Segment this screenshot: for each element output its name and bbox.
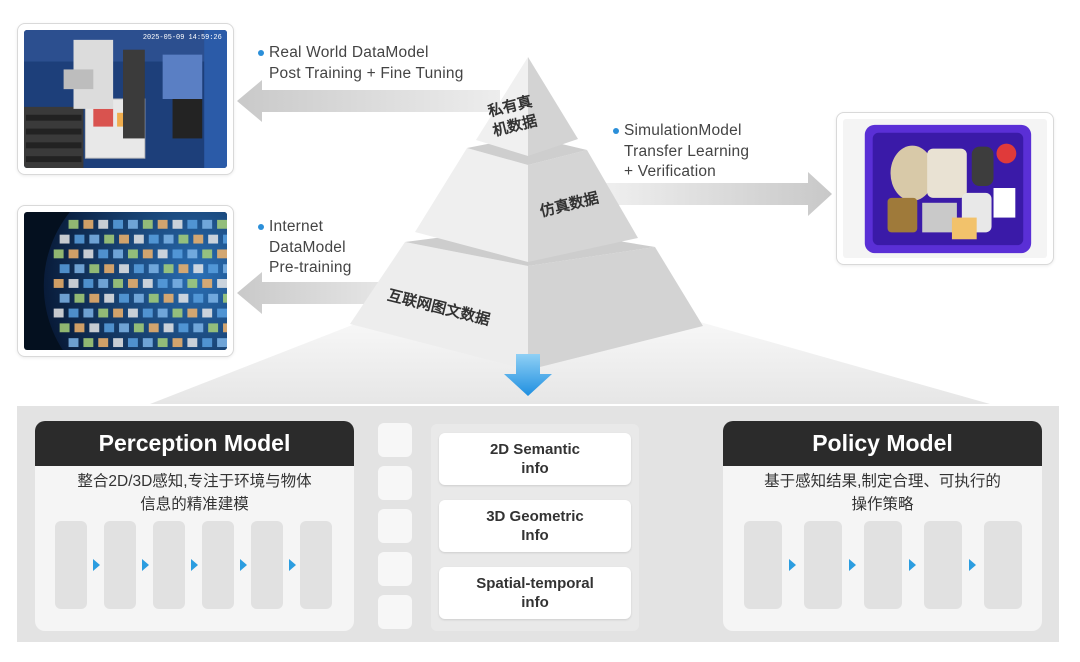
note-real-world-line-2: Post Training + Fine Tuning — [269, 64, 464, 82]
arrow-real-world — [237, 80, 500, 122]
small-block — [378, 552, 412, 586]
pyramid-bottom-left — [350, 242, 528, 370]
internet-globe-photo — [17, 205, 234, 357]
stage-arrow-icon — [93, 559, 100, 571]
perception-stage — [104, 521, 136, 609]
policy-stage — [804, 521, 842, 609]
stage-arrow-icon — [969, 559, 976, 571]
policy-model-desc-line-1: 基于感知结果,制定合理、可执行的 — [764, 473, 1001, 490]
arrow-down-blue — [504, 354, 552, 396]
note-simulation: SimulationModel Transfer Learning + Veri… — [613, 121, 750, 183]
info-box-3d-geometric: 3D Geometric Info — [439, 500, 631, 552]
perception-stage — [251, 521, 283, 609]
policy-stage — [744, 521, 782, 609]
note-internet-line-2: DataModel — [269, 238, 346, 256]
photo-timestamp: 2025-05-09 14:59:26 — [143, 34, 222, 42]
stage-arrow-icon — [289, 559, 296, 571]
policy-model-box: Policy Model 基于感知结果,制定合理、可执行的 操作策略 — [723, 421, 1042, 631]
policy-model-desc: 基于感知结果,制定合理、可执行的 操作策略 — [723, 470, 1042, 516]
perception-model-desc: 整合2D/3D感知,专注于环境与物体 信息的精准建模 — [35, 470, 354, 516]
pyramid-middle-right — [528, 150, 638, 262]
note-simulation-line-1: SimulationModel — [624, 122, 742, 139]
note-internet: Internet DataModel Pre-training — [258, 217, 352, 279]
policy-model-desc-line-2: 操作策略 — [851, 496, 914, 513]
small-block — [378, 509, 412, 543]
stage-arrow-icon — [240, 559, 247, 571]
note-internet-line-3: Pre-training — [269, 259, 352, 276]
info-box-3d-line-2: Info — [521, 527, 549, 544]
stage-arrow-icon — [191, 559, 198, 571]
note-simulation-line-3: + Verification — [624, 163, 716, 180]
note-simulation-line-2: Transfer Learning — [624, 142, 750, 160]
small-block — [378, 595, 412, 629]
funnel-shape — [150, 322, 990, 404]
policy-stage — [924, 521, 962, 609]
perception-stage — [55, 521, 87, 609]
stage-arrow-icon — [789, 559, 796, 571]
perception-model-title: Perception Model — [35, 421, 354, 466]
info-box-2d-line-2: info — [521, 460, 549, 477]
note-real-world: Real World DataModel Post Training + Fin… — [258, 43, 464, 84]
stage-arrow-icon — [909, 559, 916, 571]
stage-arrow-icon — [849, 559, 856, 571]
pyramid-bottom-right — [528, 247, 703, 370]
bullet-dot — [613, 128, 619, 134]
objects-bin-photo — [836, 112, 1054, 265]
info-box-3d-line-1: 3D Geometric — [486, 508, 584, 525]
pyramid-top-right — [528, 57, 578, 156]
policy-model-title: Policy Model — [723, 421, 1042, 466]
arrow-simulation — [600, 172, 832, 216]
perception-stage — [153, 521, 185, 609]
small-block — [378, 466, 412, 500]
policy-stage — [864, 521, 902, 609]
pyramid-top-left — [476, 57, 528, 156]
pyramid-middle-left — [415, 148, 528, 262]
info-box-st-line-1: Spatial-temporal — [476, 575, 594, 592]
info-box-st-line-2: info — [521, 594, 549, 611]
perception-stage — [202, 521, 234, 609]
info-box-spatial-temporal: Spatial-temporal info — [439, 567, 631, 619]
note-internet-line-1: Internet — [269, 218, 324, 235]
info-box-2d-semantic: 2D Semantic info — [439, 433, 631, 485]
perception-stage — [300, 521, 332, 609]
bullet-dot — [258, 50, 264, 56]
stage-arrow-icon — [142, 559, 149, 571]
perception-model-desc-line-1: 整合2D/3D感知,专注于环境与物体 — [77, 473, 312, 490]
robot-arm-photo: 2025-05-09 14:59:26 — [17, 23, 234, 175]
perception-model-desc-line-2: 信息的精准建模 — [140, 496, 249, 513]
policy-stage — [984, 521, 1022, 609]
note-real-world-line-1: Real World DataModel — [269, 44, 429, 61]
info-box-2d-line-1: 2D Semantic — [489, 441, 581, 458]
perception-model-box: Perception Model 整合2D/3D感知,专注于环境与物体 信息的精… — [35, 421, 354, 631]
small-block — [378, 423, 412, 457]
bullet-dot — [258, 224, 264, 230]
